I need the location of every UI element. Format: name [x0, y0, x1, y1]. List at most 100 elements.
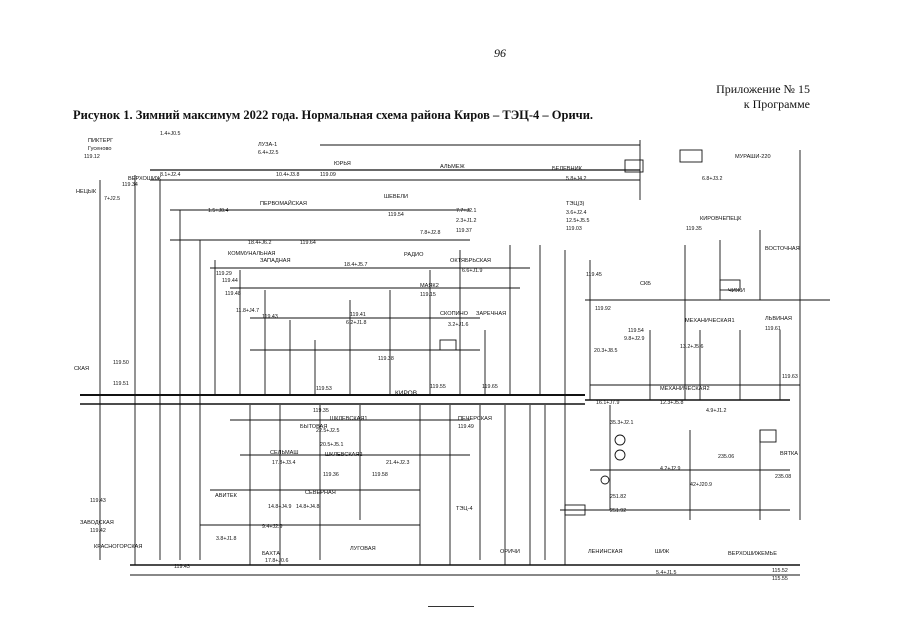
station-label: СЕВЕРНАЯ [305, 490, 336, 496]
value-label: 119.58 [372, 472, 388, 478]
value-label: 119.50 [113, 360, 129, 366]
value-label: 251.92 [610, 508, 626, 514]
station-label: МЕХАНИЧЕСКАЯ2 [660, 386, 710, 392]
station-label: ШИЖ [655, 549, 670, 555]
value-label: 119.45 [586, 272, 602, 278]
footer-rule [428, 606, 474, 607]
station-label: КРАСНОГОРСКАЯ [94, 544, 142, 550]
value-label: 42+J20.9 [690, 482, 712, 488]
value-label: 119.54 [628, 328, 644, 334]
page-number: 96 [494, 46, 506, 60]
value-label: 119.48 [225, 291, 241, 297]
value-label: 5.4+J1.5 [656, 570, 677, 576]
value-label: 119.43 [174, 564, 190, 570]
value-label: 119.65 [482, 384, 498, 390]
value-label: 119.92 [595, 306, 611, 312]
value-label: 11.8+J4.7 [236, 308, 259, 314]
station-label: ЗАРЕЧНАЯ [476, 311, 506, 317]
station-label: КИРОВЧЕПЕЦК [700, 216, 742, 222]
figure-title: Рисунок 1. Зимний максимум 2022 года. Но… [73, 108, 594, 122]
value-label: 13.2+J5.6 [680, 344, 703, 350]
station-label: СЕЛЬМАШ [270, 450, 299, 456]
station-label: ВОСТОЧНАЯ [765, 246, 800, 252]
value-label: 6.6+J1.9 [462, 268, 483, 274]
value-label: 119.42 [90, 528, 106, 534]
value-label: 20.5+J5.1 [320, 442, 343, 448]
station-label: НЕЦЫК [76, 189, 97, 195]
station-label: ЛЕНИНСКАЯ [588, 549, 623, 555]
station-label: РАДИО [404, 252, 424, 258]
station-label: ЮРЬЯ [334, 161, 351, 167]
value-label: 17.3+J3.4 [272, 460, 295, 466]
value-label: 10.4+J3.8 [276, 172, 299, 178]
station-label: ШЕВЕЛИ [384, 194, 408, 200]
value-label: 22.5+J2.5 [316, 428, 339, 434]
value-label: 115.55 [772, 576, 788, 582]
value-label: 119.36 [323, 472, 339, 478]
station-label: СКАЯ [74, 366, 89, 372]
station-label: ПЕРВОМАЙСКАЯ [260, 199, 307, 207]
value-label: 119.03 [566, 226, 582, 232]
value-label: 119.38 [378, 356, 394, 362]
station-label: МУРАШИ-220 [735, 154, 771, 160]
value-label: 4.9+J1.2 [706, 408, 727, 414]
value-label: 7+J2.5 [104, 196, 120, 202]
station-label: АВИТЕК [215, 493, 238, 499]
value-label: 119.54 [388, 212, 404, 218]
value-label: 21.4+J2.3 [386, 460, 409, 466]
value-label: 119.44 [222, 278, 238, 284]
appendix-line-2: к Программе [743, 97, 810, 111]
station-label: ПИКТЕРГ [88, 138, 113, 144]
station-label: ВЕРХОШИЖЕМЬЕ [728, 551, 777, 557]
value-label: 115.52 [772, 568, 788, 574]
scheme-station-labels: ПИКТЕРГ Гусеново ЛУЗА-1 ЮРЬЯ АЛЬМЕЖ БЕЛЕ… [74, 138, 800, 557]
value-label: 6.2+J1.8 [346, 320, 367, 326]
value-label: 119.09 [320, 172, 336, 178]
value-label: 9.8+J2.9 [624, 336, 645, 342]
value-label: 17.8+J0.6 [265, 558, 288, 564]
value-label: 119.51 [113, 381, 129, 387]
value-label: 14.8+J4.9 [268, 504, 291, 510]
scheme-lines [80, 140, 830, 576]
value-label: 7.7+J2.1 [456, 208, 477, 214]
station-label: ЛУГОВАЯ [350, 546, 376, 552]
value-label: 119.35 [686, 226, 702, 232]
value-label: 2.3+J1.2 [456, 218, 477, 224]
value-label: 12.3+J5.8 [660, 400, 683, 406]
appendix-note: Приложение № 15 к Программе [716, 82, 810, 112]
value-label: 235.08 [775, 474, 791, 480]
value-label: 119.43 [90, 498, 106, 504]
value-label: 7.8+J2.8 [420, 230, 441, 236]
station-label: ЗАПАДНАЯ [260, 258, 291, 264]
station-label: СКБ [640, 281, 651, 287]
station-label: ЗАВОДСКАЯ [80, 520, 114, 526]
value-label: 235.06 [718, 454, 734, 460]
value-label: 9.4+J2.9 [262, 524, 283, 530]
station-label: АЛЬМЕЖ [440, 164, 465, 170]
value-label: 18.4+J6.2 [248, 240, 271, 246]
station-label: ТЭЦ-4 [456, 506, 473, 512]
station-label: БАХТА [262, 551, 280, 557]
station-label: БЕЛЕВНИК [552, 166, 583, 172]
station-label: МАЯК2 [420, 283, 439, 289]
value-label: 16.1+J7.9 [596, 400, 619, 406]
station-label: ЧИЖИ [728, 288, 745, 294]
value-label: 14.8+J4.8 [296, 504, 319, 510]
station-label: ШКЛЕВСКАЯ1 [330, 416, 368, 422]
value-label: 1.5+J0.4 [208, 208, 229, 214]
value-label: 119.29 [216, 271, 232, 277]
station-label: ШКЛЕВСКАЯ2 [325, 452, 363, 458]
station-label: ОРИЧИ [500, 549, 520, 555]
value-label: 18.4+J5.7 [344, 262, 367, 268]
value-label: 3.8+J1.8 [216, 536, 237, 542]
value-label: 119.64 [300, 240, 316, 246]
value-label: 8.1+J2.4 [160, 172, 181, 178]
station-label: ВЯТКА [780, 451, 798, 457]
value-label: 119.43 [262, 314, 278, 320]
station-label: КОММУНАЛЬНАЯ [228, 251, 275, 257]
value-label: 119.15 [420, 292, 436, 298]
station-label: Гусеново [88, 146, 112, 152]
value-label: 3.6+J2.4 [566, 210, 587, 216]
value-label: 119.41 [350, 312, 366, 318]
